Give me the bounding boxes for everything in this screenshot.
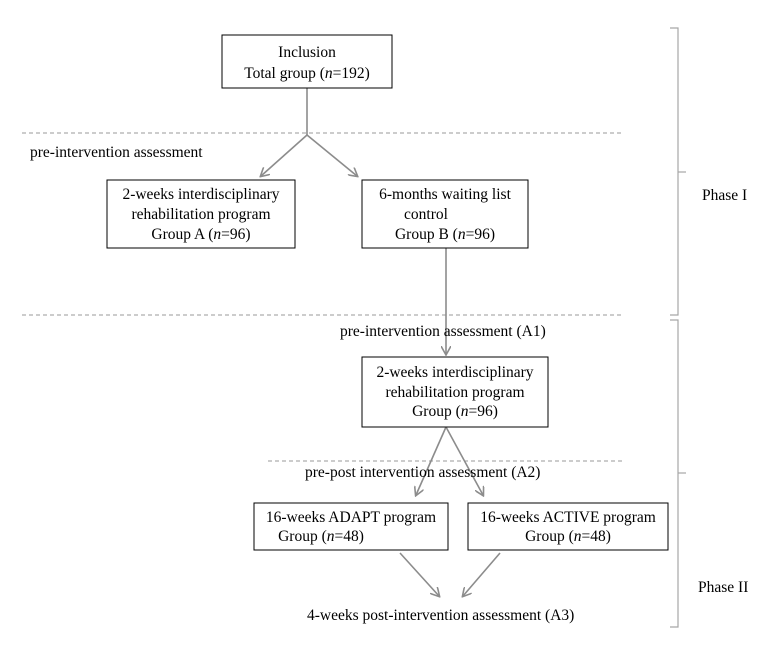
arrow-to-group-a (261, 134, 308, 176)
group-b-line1: 6-months waiting list (379, 186, 511, 203)
rehab-line3: Group (n=96) (412, 403, 498, 420)
arrow-to-active (445, 426, 483, 495)
rehab-line1: 2-weeks interdisciplinary (376, 364, 533, 381)
inclusion-title: Inclusion (278, 44, 336, 61)
adapt-box: 16-weeks ADAPT program Group (n=48) (253, 502, 449, 551)
phase-1-bracket (670, 27, 679, 316)
rehab-box: 2-weeks interdisciplinary rehabilitation… (361, 356, 549, 428)
arrow-to-adapt (416, 426, 447, 495)
arrow-active-to-a3 (463, 552, 501, 596)
pre-assessment-label: pre-intervention assessment (30, 144, 203, 161)
group-b-box: 6-months waiting list control Group B (n… (361, 179, 529, 249)
group-a-line2: rehabilitation program (131, 206, 270, 223)
phase-2-label: Phase II (698, 579, 748, 596)
inclusion-total: Total group (n=192) (244, 65, 370, 82)
adapt-line2: Group (n=48) (278, 528, 364, 545)
adapt-line1: 16-weeks ADAPT program (266, 509, 436, 526)
group-a-line1: 2-weeks interdisciplinary (122, 186, 279, 203)
phase-1-label: Phase I (702, 187, 747, 204)
assessment-a3-label: 4-weeks post-intervention assessment (A3… (307, 607, 574, 624)
inclusion-box: Inclusion Total group (n=192) (221, 34, 393, 89)
active-line2: Group (n=48) (525, 528, 611, 545)
assessment-a1-label: pre-intervention assessment (A1) (340, 323, 546, 340)
group-b-line3: Group B (n=96) (395, 226, 495, 243)
active-box: 16-weeks ACTIVE program Group (n=48) (467, 502, 669, 551)
arrow-adapt-to-a3 (399, 552, 439, 596)
assessment-a2-label: pre-post intervention assessment (A2) (305, 464, 540, 481)
phase-2-bracket (670, 319, 679, 628)
group-a-line3: Group A (n=96) (151, 226, 250, 243)
group-b-line2: control (404, 206, 448, 223)
arrow-to-group-b (306, 134, 357, 176)
rehab-line2: rehabilitation program (385, 384, 524, 401)
group-a-box: 2-weeks interdisciplinary rehabilitation… (106, 179, 296, 249)
active-line1: 16-weeks ACTIVE program (480, 509, 656, 526)
